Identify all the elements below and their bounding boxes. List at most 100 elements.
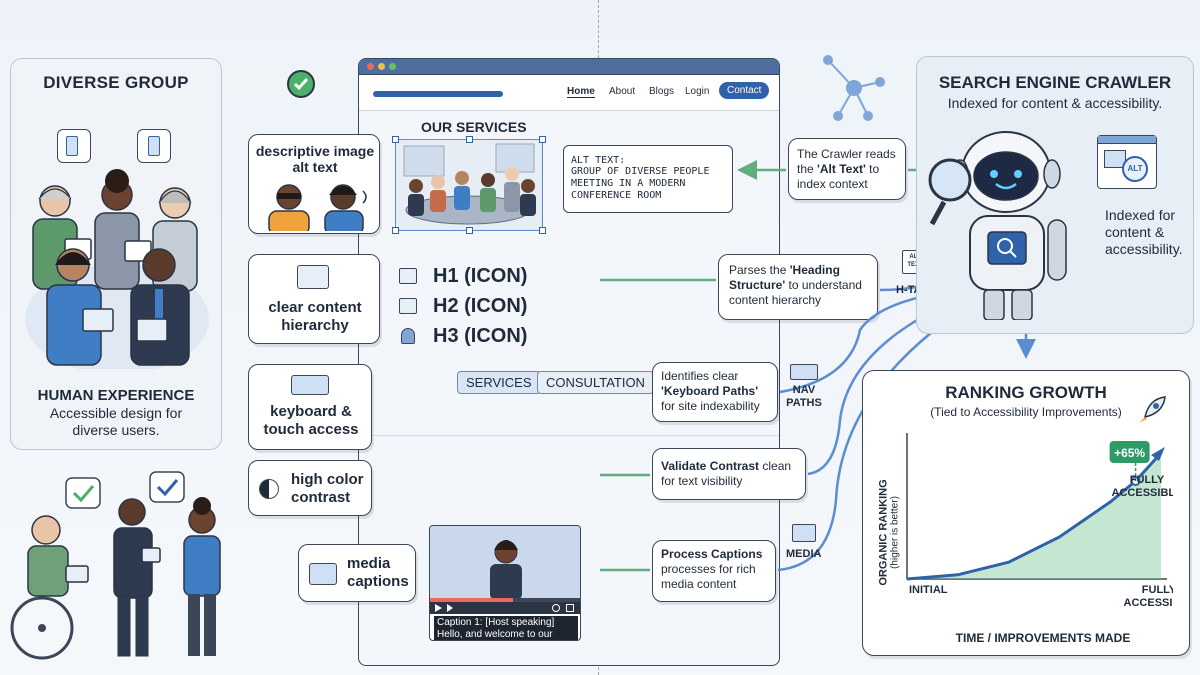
h3-row: H3 (ICON) xyxy=(399,325,599,349)
video-caption-text: Caption 1: [Host speaking] Hello, and we… xyxy=(434,616,578,640)
nav-contact-button[interactable]: Contact xyxy=(719,82,770,99)
browser-titlebar xyxy=(359,59,779,75)
human-experience-subtitle: Accessible design for diverse users. xyxy=(49,405,183,438)
callout-contrast: Validate Contrast clean for text visibil… xyxy=(652,448,806,500)
services-button[interactable]: SERVICES xyxy=(457,371,541,394)
crawler-subtitle: Indexed for content & accessibility. xyxy=(947,95,1163,111)
chart-xlabel: TIME / IMPROVEMENTS MADE xyxy=(955,631,1131,645)
feature-alt-text-label: descriptive image alt text xyxy=(255,143,375,175)
h3-user-icon xyxy=(401,328,415,344)
feature-captions-card: media captions xyxy=(298,544,416,602)
feature-keyboard-label: keyboard & touch access xyxy=(263,403,359,438)
feature-contrast-card: high color contrast xyxy=(248,460,372,516)
callout-captions: Process Captions processes for rich medi… xyxy=(652,540,776,602)
alt-text-file-label: ALT TEXT xyxy=(907,254,923,268)
callout-keyboard-paths: Identifies clear 'Keyboard Paths' for si… xyxy=(652,362,778,422)
chart-x-end-label-line2: ACCESSIBLE xyxy=(1124,597,1173,609)
chart-ylabel-sub: (higher is better) xyxy=(889,496,901,569)
chart-area-fill xyxy=(907,453,1161,579)
callout-keyboard-paths-body: Identifies clear 'Keyboard Paths' for si… xyxy=(661,369,760,413)
crawler-title: SEARCH ENGINE CRAWLER xyxy=(938,73,1172,92)
page-divider xyxy=(359,435,779,436)
fullscreen-icon[interactable] xyxy=(566,604,574,612)
ranking-chart-plot: +65%INITIALFULLYACCESSIBLEFULLYACCESSIBL… xyxy=(905,433,1173,609)
chart-title: RANKING GROWTH xyxy=(945,383,1107,402)
feature-hierarchy-card: clear content hierarchy xyxy=(248,254,380,344)
video-player[interactable]: Caption 1: [Host speaking] Hello, and we… xyxy=(429,525,581,641)
h2-icon xyxy=(399,298,417,314)
minimize-dot-icon[interactable] xyxy=(378,63,385,70)
ranking-growth-panel: RANKING GROWTH (Tied to Accessibility Im… xyxy=(862,370,1190,656)
chart-annotation-badge xyxy=(1109,441,1150,463)
callout-contrast-body: Validate Contrast clean for text visibil… xyxy=(661,459,792,488)
our-services-heading: OUR SERVICES xyxy=(421,119,527,135)
diverse-group-title: DIVERSE GROUP xyxy=(43,73,189,92)
video-icon xyxy=(309,563,337,585)
feature-contrast-label: high color contrast xyxy=(291,471,364,506)
feature-alt-text-card: descriptive image alt text xyxy=(248,134,380,234)
conference-image[interactable] xyxy=(392,136,546,234)
chart-arrowhead xyxy=(1151,447,1165,461)
video-progress-bar[interactable] xyxy=(430,598,580,602)
chart-subtitle: (Tied to Accessibility Improvements) xyxy=(930,405,1122,419)
crawler-panel: SEARCH ENGINE CRAWLER Indexed for conten… xyxy=(916,56,1194,334)
nav-login[interactable]: Login xyxy=(685,86,710,97)
feature-keyboard-card: keyboard & touch access xyxy=(248,364,372,450)
h2-row: H2 (ICON) xyxy=(399,295,599,319)
network-node-icon xyxy=(823,55,885,121)
rocket-icon xyxy=(1135,393,1169,432)
feature-captions-label: media captions xyxy=(347,555,409,590)
maximize-dot-icon[interactable] xyxy=(389,63,396,70)
chart-annotation-label: +65% xyxy=(1114,446,1145,460)
consultation-button[interactable]: CONSULTATION xyxy=(537,371,654,394)
phone-touch-icon xyxy=(137,129,171,163)
layout-icon xyxy=(297,265,329,289)
callout-alt-text: The Crawler reads the 'Alt Text' to inde… xyxy=(788,138,906,200)
callout-heading-structure-body: Parses the 'Heading Structure' to unders… xyxy=(729,263,862,307)
diverse-people-illustration xyxy=(25,169,209,369)
nav-blogs[interactable]: Blogs xyxy=(649,86,675,97)
crawler-side-note: Indexed for content & accessibility. xyxy=(1105,207,1183,257)
chart-top-label-line1: FULLY xyxy=(1130,474,1165,486)
site-navbar: Home About Blogs Login Contact xyxy=(359,75,779,111)
settings-icon[interactable] xyxy=(552,604,560,612)
site-logo-bar[interactable] xyxy=(373,91,503,97)
h1-label: H1 (ICON) xyxy=(433,265,528,287)
alt-text-box: ALT TEXT: GROUP OF DIVERSE PEOPLE MEETIN… xyxy=(563,145,733,213)
wheelchair-users-illustration xyxy=(10,471,221,660)
chart-ylabel-main: ORGANIC RANKING xyxy=(877,479,890,586)
alt-text-body: GROUP OF DIVERSE PEOPLE MEETING IN A MOD… xyxy=(571,166,710,201)
blind-user-illustration xyxy=(268,184,367,231)
alt-text-title: ALT TEXT: xyxy=(571,155,626,166)
video-controls xyxy=(430,602,580,614)
callout-heading-structure: Parses the 'Heading Structure' to unders… xyxy=(718,254,878,320)
next-icon[interactable] xyxy=(447,604,453,612)
chart-top-label-line2: ACCESSIBLE xyxy=(1112,487,1173,499)
nav-home[interactable]: Home xyxy=(567,86,595,98)
media-label: MEDIA xyxy=(786,548,822,560)
chart-x-end-label-line1: FULLY xyxy=(1142,584,1173,596)
conference-people-illustration xyxy=(396,140,541,229)
nav-about[interactable]: About xyxy=(609,86,636,97)
h1-row: H1 (ICON) xyxy=(399,265,599,289)
crawler-robot-illustration xyxy=(928,131,1067,320)
media-video-icon xyxy=(792,524,816,542)
callout-alt-text-body: The Crawler reads the 'Alt Text' to inde… xyxy=(797,147,896,191)
h3-label: H3 (ICON) xyxy=(433,325,528,347)
check-circle-icon xyxy=(287,70,315,98)
h1-icon xyxy=(399,268,417,284)
alt-badge-label: ALT xyxy=(1127,164,1143,173)
play-icon[interactable] xyxy=(435,604,442,612)
video-host-frame xyxy=(430,526,580,600)
feature-hierarchy-label: clear content hierarchy xyxy=(268,299,362,334)
chart-x-start-label: INITIAL xyxy=(909,584,948,596)
contrast-icon xyxy=(259,479,279,499)
close-dot-icon[interactable] xyxy=(367,63,374,70)
phone-wave-icon xyxy=(57,129,91,163)
alt-window-icon: ALT xyxy=(1097,135,1157,189)
keyboard-icon xyxy=(291,375,329,395)
nav-keyboard-icon xyxy=(790,364,818,380)
callout-captions-body: Process Captions processes for rich medi… xyxy=(661,547,763,591)
h2-label: H2 (ICON) xyxy=(433,295,528,317)
